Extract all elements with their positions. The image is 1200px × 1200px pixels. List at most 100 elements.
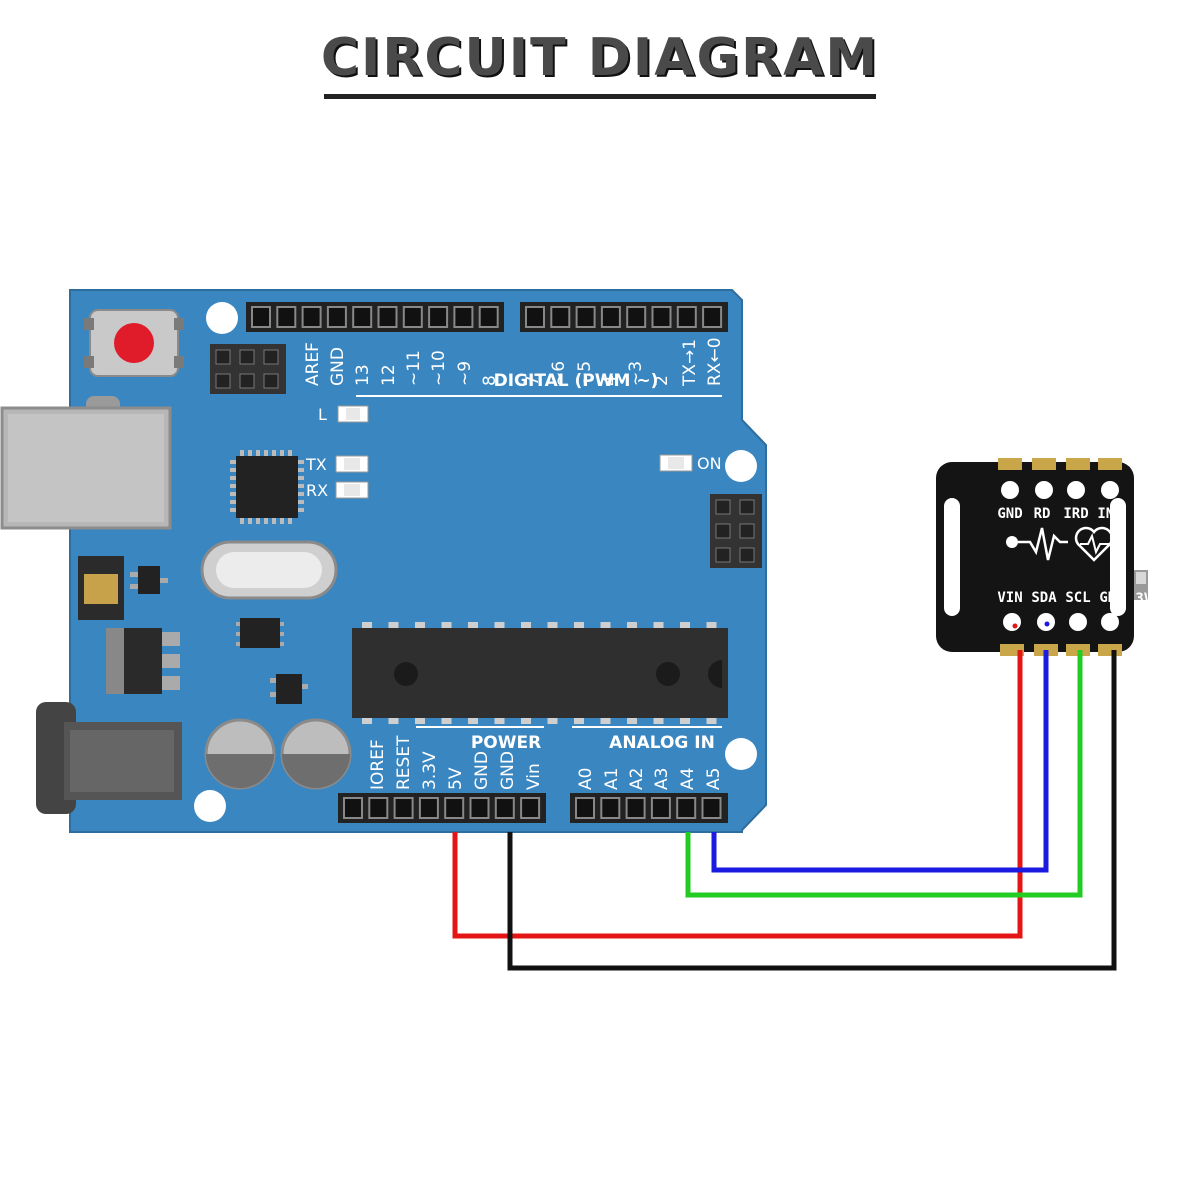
led-on [659,454,693,472]
header-socket [377,306,398,328]
header-socket [393,797,414,819]
reset-button[interactable] [84,309,184,377]
header-socket [600,797,621,819]
digital-pin-label: 4 [601,375,621,386]
electrolytic-capacitor [280,718,352,790]
wires [452,650,1117,971]
digital-pin-label: ~11 [404,350,424,386]
mounting-hole [194,790,226,822]
header-socket [626,306,647,328]
analog-header [570,793,728,823]
power-pin-label: GND [472,751,492,790]
smd-transistor [270,674,308,704]
digital-pin-label: 12 [379,364,399,386]
crystal-oscillator [200,540,338,600]
mounting-hole [206,302,238,334]
electrolytic-capacitor [204,718,276,790]
header-socket [525,306,545,328]
digital-pin-label: ~5 [575,361,595,386]
voltage-regulator [106,628,180,694]
power-header-label: POWER [471,733,541,753]
analog-pin-label: A2 [627,768,647,790]
sensor-top-pin-label: INT [1097,506,1122,522]
header-socket [676,306,697,328]
sensor-top-pin-label: IRD [1063,506,1088,522]
capacitor-smd [78,556,124,620]
usb-chip [230,450,304,524]
header-socket [651,306,672,328]
transistor [130,566,168,594]
led-l-label: L [318,405,327,424]
header-socket [301,306,322,328]
power-pin-label: IOREF [368,739,388,790]
header-socket [575,306,596,328]
header-socket [368,797,389,819]
sensor-top-pin-label: GND [997,506,1022,522]
digital-pin-label: AREF [303,342,323,386]
sensor-bottom-pin-label: SDA [1031,590,1057,606]
digital-pin-label: ~9 [455,361,475,386]
header-socket [402,306,423,328]
header-socket [494,797,515,819]
header-socket [444,797,465,819]
smd-chip-small [236,618,284,648]
header-socket [625,797,646,819]
wire-a4-to-scl [685,650,1083,898]
led-rx [335,481,369,499]
icsp-header [210,344,286,394]
digital-pin-label: RX←0 [705,337,725,386]
header-socket [343,797,363,819]
icsp-header-right [710,494,762,568]
sensor-bottom-pin-label: VIN [997,590,1022,606]
digital-pin-label: 13 [353,364,373,386]
header-socket [520,797,541,819]
led-tx [335,455,369,473]
header-socket [701,797,722,819]
led-l [337,405,369,423]
header-socket [352,306,373,328]
digital-pin-label: ~3 [626,361,646,386]
power-pin-label: 5V [446,767,466,790]
power-pin-label: GND [498,751,518,790]
header-socket [469,797,490,819]
usb-port [0,396,172,530]
header-socket [478,306,499,328]
header-socket [276,306,297,328]
header-socket [326,306,347,328]
header-socket [550,306,571,328]
digital-header-left [246,302,504,332]
analog-pin-label: A0 [576,768,596,790]
digital-header-label: DIGITAL (PWM ~) [494,371,659,391]
digital-pin-label: 7 [523,375,543,386]
header-socket [428,306,449,328]
wire-a5-to-sda [711,650,1049,873]
heartbeat-logo-icon [1006,526,1114,562]
power-pin-label: RESET [394,735,414,790]
digital-pin-label: 8 [480,375,500,386]
voltage-jumper [1134,570,1148,600]
digital-header-right [520,302,728,332]
sensor-bottom-pin-label: SCL [1065,590,1090,606]
led-on-label: ON [697,454,722,473]
led-rx-label: RX [306,481,328,500]
sensor-pcb [936,462,1134,652]
atmega-microcontroller [352,622,728,724]
header-socket [418,797,439,819]
led-tx-label: TX [305,455,327,474]
digital-pin-label: ~10 [429,350,449,386]
digital-pin-label: GND [328,347,348,386]
analog-pin-label: A1 [602,768,622,790]
wire-5v-to-vin [452,650,1023,939]
header-socket [251,306,271,328]
analog-pin-label: A5 [704,768,724,790]
jumper-3v3-label: 3V3 [1135,591,1160,607]
header-socket [600,306,621,328]
sensor-bottom-pin-label: GND [1099,590,1124,606]
sensor-top-pin-label: RD [1034,506,1051,522]
analog-pin-label: A3 [652,768,672,790]
analog-pin-label: A4 [678,768,698,790]
title-underline [324,94,876,99]
power-pin-label: Vin [524,763,544,790]
